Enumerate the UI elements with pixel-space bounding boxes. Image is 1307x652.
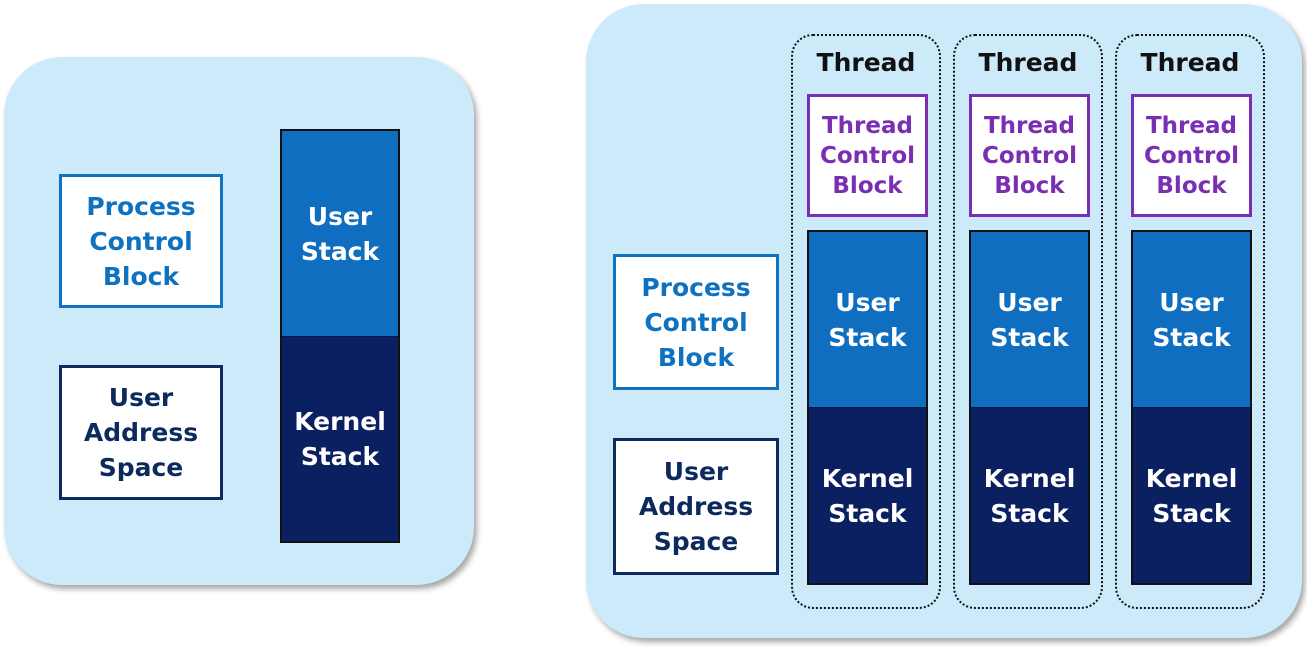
process-control-block-label: Process Control Block bbox=[641, 272, 751, 372]
user-stack: User Stack bbox=[969, 230, 1090, 407]
user-stack: User Stack bbox=[807, 230, 928, 407]
kernel-stack: Kernel Stack bbox=[807, 407, 928, 585]
kernel-stack: Kernel Stack bbox=[280, 336, 400, 543]
thread-control-block-label: Thread Control Block bbox=[1143, 112, 1240, 199]
kernel-stack-label: Kernel Stack bbox=[294, 407, 386, 471]
thread-control-block: Thread Control Block bbox=[807, 94, 928, 217]
process-control-block: Process Control Block bbox=[613, 254, 779, 390]
thread-frame: Thread Thread Control Block User Stack K… bbox=[1115, 34, 1265, 609]
kernel-stack-label: Kernel Stack bbox=[821, 463, 914, 528]
thread-control-block-label: Thread Control Block bbox=[819, 112, 916, 199]
kernel-stack-label: Kernel Stack bbox=[983, 463, 1076, 528]
user-address-space: User Address Space bbox=[59, 365, 223, 500]
thread-title: Thread bbox=[816, 48, 916, 77]
single-threaded-process-panel: Process Control Block User Address Space… bbox=[4, 57, 474, 585]
thread-title: Thread bbox=[1140, 48, 1240, 77]
thread-frame: Thread Thread Control Block User Stack K… bbox=[953, 34, 1103, 609]
thread-frame: Thread Thread Control Block User Stack K… bbox=[791, 34, 941, 609]
user-stack: User Stack bbox=[1131, 230, 1252, 407]
user-stack-label: User Stack bbox=[300, 201, 380, 266]
thread-control-block-label: Thread Control Block bbox=[981, 112, 1078, 199]
user-address-space: User Address Space bbox=[613, 438, 779, 575]
thread-control-block: Thread Control Block bbox=[1131, 94, 1252, 217]
multithreaded-process-panel: Process Control Block User Address Space… bbox=[586, 4, 1302, 638]
user-stack-label: User Stack bbox=[990, 287, 1069, 352]
kernel-stack: Kernel Stack bbox=[969, 407, 1090, 585]
thread-control-block: Thread Control Block bbox=[969, 94, 1090, 217]
process-control-block-label: Process Control Block bbox=[86, 191, 196, 291]
kernel-stack: Kernel Stack bbox=[1131, 407, 1252, 585]
kernel-stack-label: Kernel Stack bbox=[1145, 463, 1238, 528]
user-stack: User Stack bbox=[280, 129, 400, 336]
user-stack-label: User Stack bbox=[1152, 287, 1231, 352]
thread-title: Thread bbox=[978, 48, 1078, 77]
user-address-space-label: User Address Space bbox=[83, 383, 199, 482]
user-address-space-label: User Address Space bbox=[638, 457, 754, 556]
user-stack-label: User Stack bbox=[828, 287, 907, 352]
process-control-block: Process Control Block bbox=[59, 174, 223, 308]
